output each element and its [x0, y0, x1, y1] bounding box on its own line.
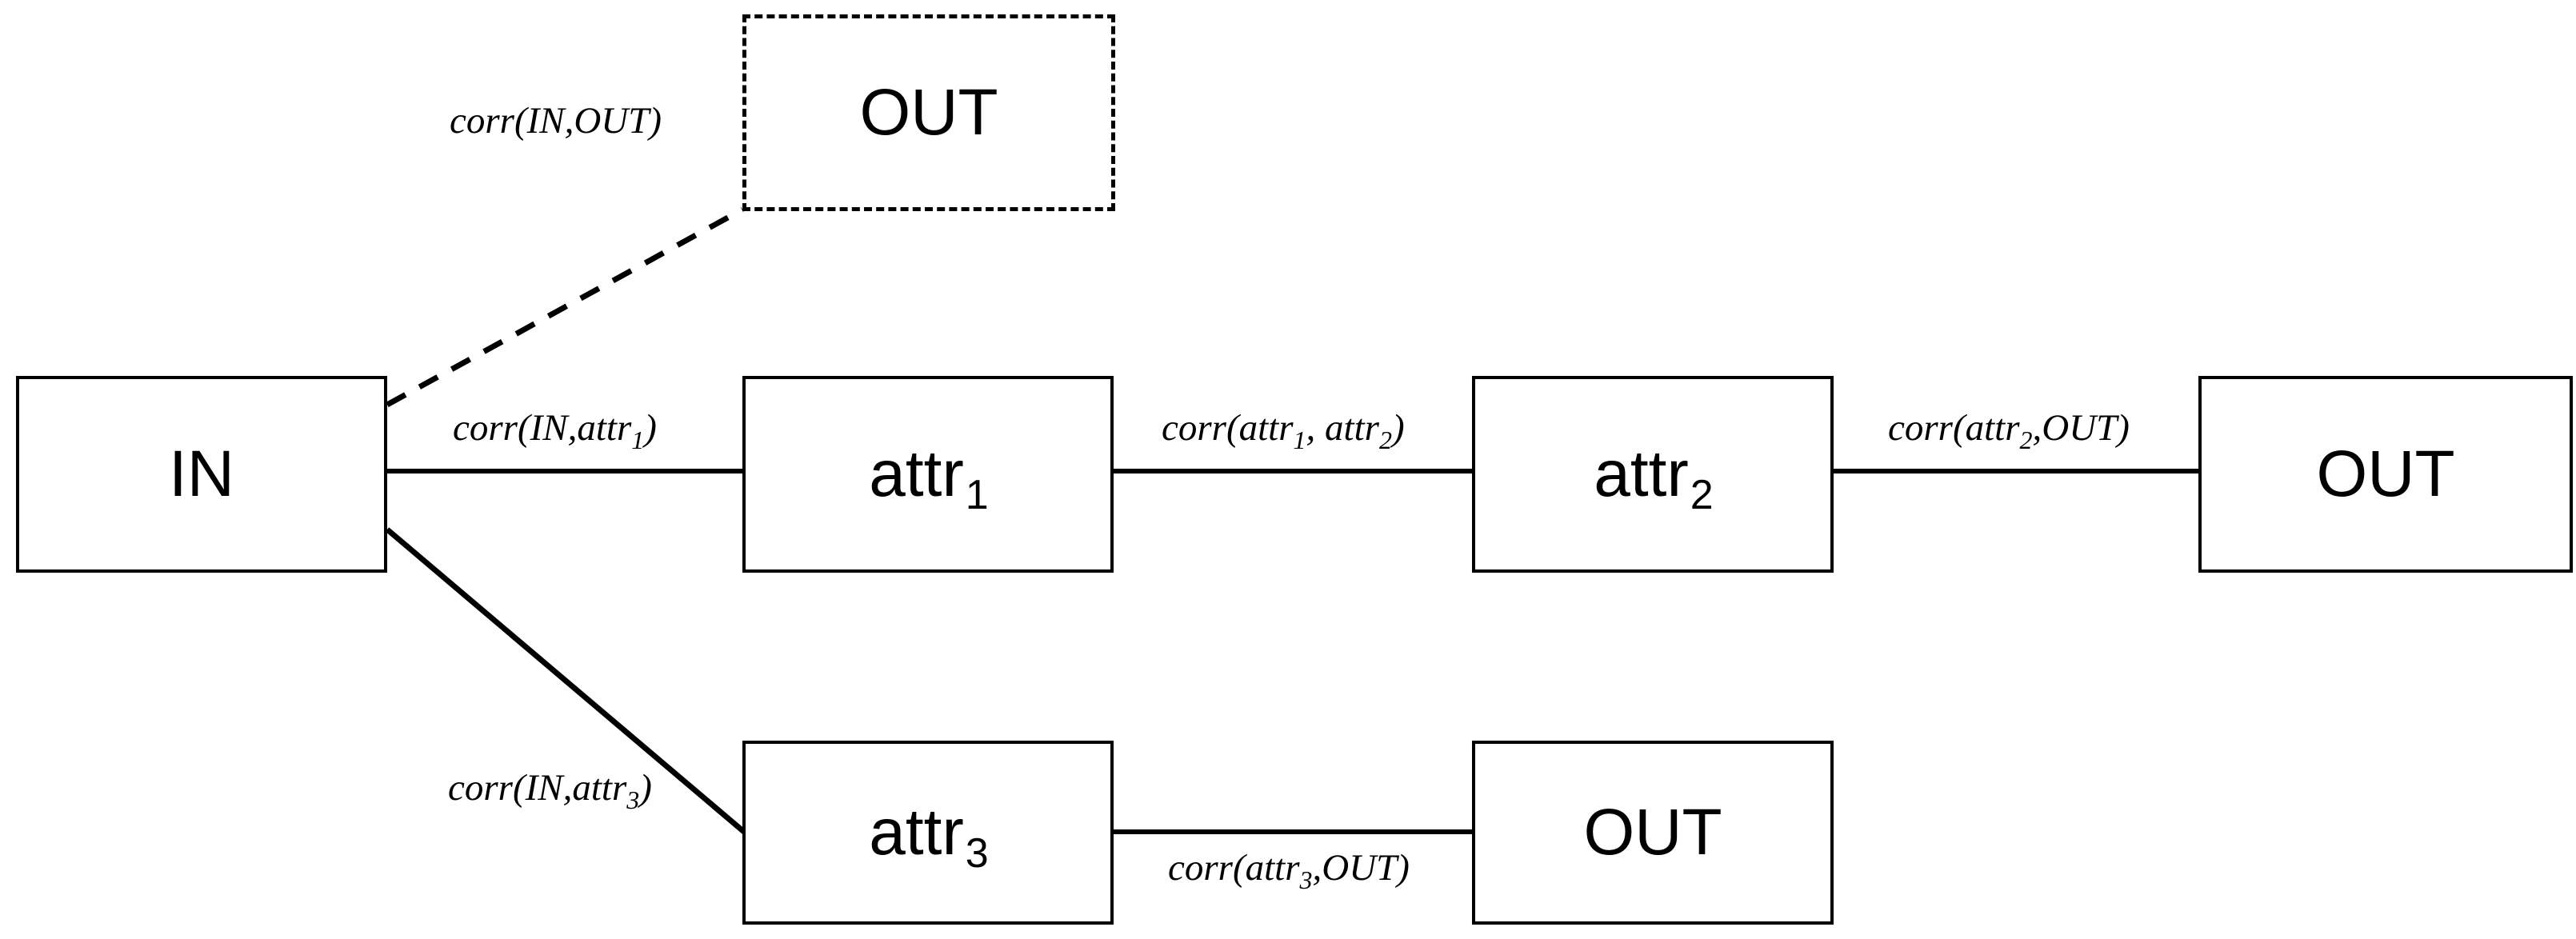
node-out-dashed[interactable]: OUT: [742, 14, 1115, 211]
node-out-right[interactable]: OUT: [2198, 376, 2573, 573]
edge-label-in-to-out-dashed: corr(IN,OUT): [450, 100, 662, 142]
edge-label-in-to-attr1: corr(IN,attr1): [453, 407, 657, 454]
node-label-out-right: OUT: [2316, 438, 2455, 510]
node-out-bottom[interactable]: OUT: [1472, 741, 1834, 925]
node-label-in: IN: [169, 438, 234, 510]
edge-label-attr2-to-out-right: corr(attr2,OUT): [1888, 407, 2130, 454]
node-attr1[interactable]: attr1: [742, 376, 1114, 573]
node-in[interactable]: IN: [16, 376, 387, 573]
edge-label-attr1-to-attr2: corr(attr1, attr2): [1162, 407, 1405, 454]
edge-label-in-to-attr3: corr(IN,attr3): [448, 767, 652, 814]
edge-label-attr3-to-out-bottom: corr(attr3,OUT): [1168, 847, 1410, 894]
node-label-attr2: attr2: [1594, 438, 1714, 518]
edge-in-to-out-dashed: [386, 206, 744, 408]
node-label-attr1: attr1: [869, 438, 989, 518]
node-label-out-bottom: OUT: [1583, 796, 1722, 869]
node-attr3[interactable]: attr3: [742, 741, 1114, 925]
node-attr2[interactable]: attr2: [1472, 376, 1834, 573]
node-label-out-dashed: OUT: [859, 76, 998, 149]
node-label-attr3: attr3: [869, 796, 989, 877]
